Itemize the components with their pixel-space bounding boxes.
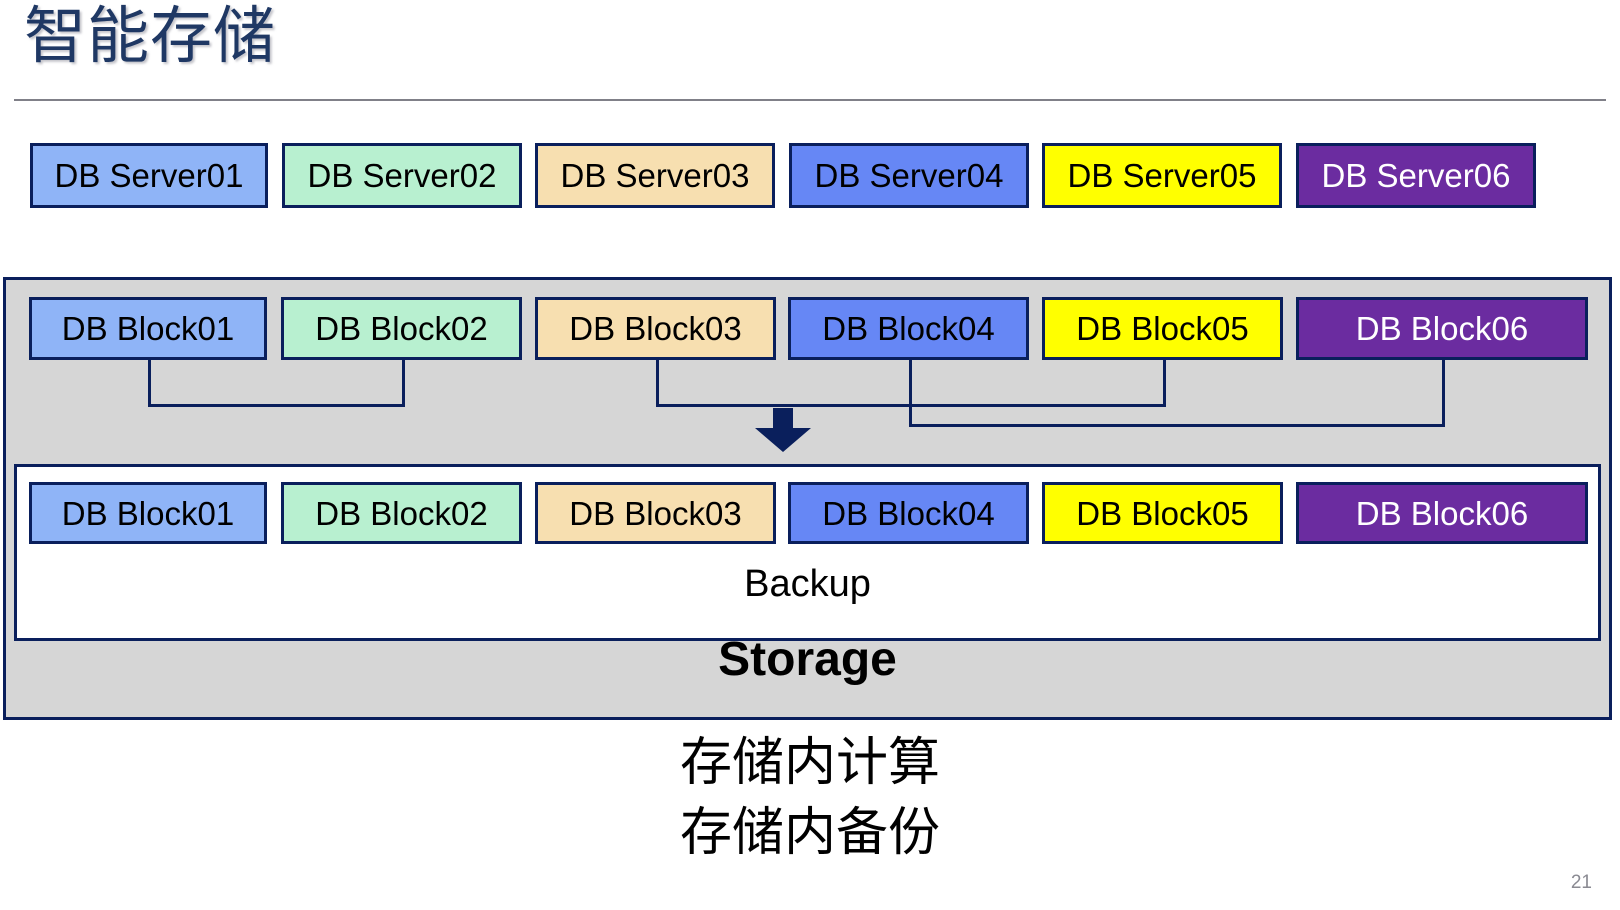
- page-title: 智能存储: [24, 2, 277, 71]
- backup-label: Backup: [744, 563, 871, 605]
- block01-to-block02-bracket-run: [148, 404, 405, 407]
- db-block-backup-box-label: DB Block04: [822, 494, 995, 532]
- db-block-box-label: DB Block06: [1355, 310, 1529, 347]
- title-divider: [14, 99, 1606, 101]
- db-server-box-5: DB Server05: [1042, 143, 1282, 208]
- db-block-backup-box-label: DB Block05: [1076, 494, 1249, 532]
- storage-label: Storage: [718, 633, 897, 686]
- db-block-backup-box-label: DB Block06: [1355, 494, 1529, 532]
- db-block-box-4: DB Block04: [788, 297, 1029, 360]
- db-block-backup-box-3: DB Block03: [535, 482, 776, 544]
- db-block-box-5: DB Block05: [1042, 297, 1283, 360]
- db-server-box-label: DB Server04: [814, 157, 1004, 194]
- db-block-backup-box-label: DB Block02: [315, 494, 488, 532]
- db-block-backup-box-4: DB Block04: [788, 482, 1029, 544]
- db-block-backup-box-1: DB Block01: [29, 482, 267, 544]
- db-block-box-label: DB Block05: [1076, 310, 1249, 347]
- db-block-box-label: DB Block01: [61, 310, 235, 347]
- block04-to-block06-bracket-stub-right: [1442, 360, 1445, 427]
- db-block-box-label: DB Block03: [569, 310, 742, 347]
- block03-to-block05-bracket-stub-right: [1163, 360, 1166, 407]
- db-block-box-6: DB Block06: [1296, 297, 1588, 360]
- footer-caption-compute: 存储内计算: [679, 734, 940, 792]
- db-server-box-label: DB Server06: [1321, 157, 1511, 194]
- block04-to-block06-bracket-stub-left: [909, 360, 912, 427]
- db-server-box-6: DB Server06: [1296, 143, 1536, 208]
- db-server-box-label: DB Server05: [1067, 157, 1257, 194]
- block03-to-block05-bracket-stub-left: [656, 360, 659, 407]
- db-block-backup-box-5: DB Block05: [1042, 482, 1283, 544]
- db-block-box-2: DB Block02: [281, 297, 522, 360]
- db-block-box-label: DB Block04: [822, 310, 995, 347]
- db-block-backup-box-label: DB Block03: [569, 494, 742, 532]
- db-block-box-1: DB Block01: [29, 297, 267, 360]
- db-server-box-3: DB Server03: [535, 143, 775, 208]
- db-block-box-label: DB Block02: [315, 310, 488, 347]
- db-server-box-label: DB Server03: [560, 157, 750, 194]
- block04-to-block06-bracket-run: [909, 424, 1445, 427]
- db-server-box-label: DB Server02: [307, 157, 497, 194]
- db-server-box-4: DB Server04: [789, 143, 1029, 208]
- slide-number: 21: [1570, 872, 1592, 893]
- db-server-box-1: DB Server01: [30, 143, 268, 208]
- block01-to-block02-bracket-stub-left: [148, 360, 151, 407]
- down-arrow-icon: [753, 408, 813, 452]
- db-block-box-3: DB Block03: [535, 297, 776, 360]
- db-server-box-2: DB Server02: [282, 143, 522, 208]
- db-server-box-label: DB Server01: [54, 157, 244, 194]
- block01-to-block02-bracket-stub-right: [402, 360, 405, 407]
- footer-caption-backup: 存储内备份: [679, 804, 940, 862]
- db-block-backup-box-6: DB Block06: [1296, 482, 1588, 544]
- db-block-backup-box-label: DB Block01: [61, 494, 235, 532]
- db-block-backup-box-2: DB Block02: [281, 482, 522, 544]
